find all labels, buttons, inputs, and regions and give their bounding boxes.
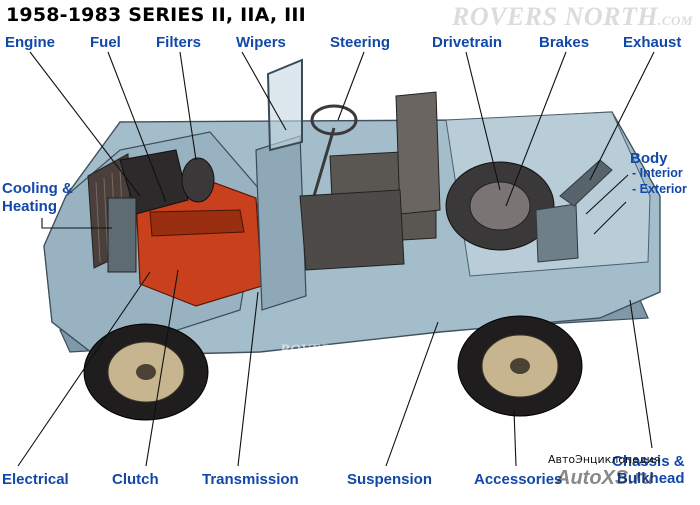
rear-bench <box>299 189 405 271</box>
bulkhead <box>255 135 307 311</box>
fuel-tank <box>535 203 579 263</box>
steering-wheel <box>310 104 358 136</box>
seat-back <box>395 91 441 215</box>
steering-column <box>312 127 336 197</box>
link-body[interactable]: Body <box>630 150 668 167</box>
brand-suffix: .COM <box>658 13 693 28</box>
exhaust-pipe <box>559 159 613 207</box>
engine-manifold <box>149 209 245 237</box>
source-watermark-line: АвтоЭнциклопедия <box>548 453 661 466</box>
link-steering[interactable]: Steering <box>330 34 391 51</box>
link-cooling-heating[interactable]: Cooling & Heating <box>2 180 73 215</box>
link-accessories[interactable]: Accessories <box>474 471 563 488</box>
rear-wheel <box>457 315 583 417</box>
link-chassis-bulkhead[interactable]: Chassis & Bulkhead <box>612 453 685 487</box>
link-drivetrain[interactable]: Drivetrain <box>432 34 503 51</box>
link-suspension[interactable]: Suspension <box>347 471 433 488</box>
source-watermark-brand: AutoXS.ru <box>556 467 654 489</box>
link-body-interior[interactable]: - Interior <box>632 166 683 180</box>
link-brakes[interactable]: Brakes <box>539 34 590 51</box>
link-body-exterior[interactable]: - Exterior <box>632 182 687 196</box>
link-transmission[interactable]: Transmission <box>202 471 299 488</box>
oil-filter <box>181 157 215 203</box>
radiator <box>107 197 137 273</box>
link-clutch[interactable]: Clutch <box>112 471 159 488</box>
cooling-label-line2: Heating <box>2 198 58 215</box>
drawing-watermark: ROVERS NORTH <box>280 342 396 358</box>
callout-leaders <box>17 51 655 467</box>
brand-logo: ROVERS NORTH.COM <box>452 2 693 32</box>
page-title: 1958-1983 SERIES II, IIA, III <box>6 4 306 26</box>
link-engine[interactable]: Engine <box>5 34 56 51</box>
link-fuel[interactable]: Fuel <box>90 34 121 51</box>
front-wheel <box>83 323 209 421</box>
chassis-label-line2: Bulkhead <box>617 470 685 487</box>
link-filters[interactable]: Filters <box>156 34 202 51</box>
brand-name: ROVERS NORTH <box>452 2 659 31</box>
link-wipers[interactable]: Wipers <box>236 34 286 51</box>
windscreen-frame <box>266 58 303 152</box>
cooling-label-line1: Cooling & <box>2 180 73 197</box>
chassis-label-line1: Chassis & <box>612 453 685 470</box>
air-filter <box>119 149 189 215</box>
link-exhaust[interactable]: Exhaust <box>623 34 682 51</box>
link-electrical[interactable]: Electrical <box>2 471 69 488</box>
